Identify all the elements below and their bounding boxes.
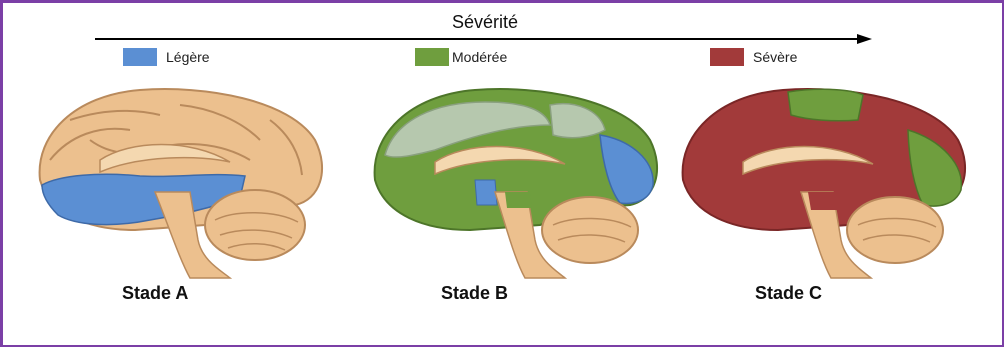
legend-item-severe: Sévère bbox=[710, 47, 797, 67]
legend-swatch-mild bbox=[123, 48, 157, 66]
brain-stage-a-image bbox=[30, 80, 330, 280]
legend-label-mild: Légère bbox=[166, 49, 210, 65]
legend-item-mild: Légère bbox=[123, 47, 210, 67]
legend-swatch-severe bbox=[710, 48, 744, 66]
brain-stage-c-image bbox=[673, 80, 973, 280]
stage-c-label: Stade C bbox=[755, 283, 822, 304]
legend-label-moderate: Modérée bbox=[452, 49, 507, 65]
stage-a-label: Stade A bbox=[122, 283, 188, 304]
stage-b-label: Stade B bbox=[441, 283, 508, 304]
brain-stage-b-image bbox=[365, 80, 665, 280]
legend-label-severe: Sévère bbox=[753, 49, 797, 65]
legend-swatch-moderate bbox=[415, 48, 449, 66]
legend-item-moderate: Modérée bbox=[415, 47, 507, 67]
severity-arrow-head bbox=[857, 34, 872, 44]
